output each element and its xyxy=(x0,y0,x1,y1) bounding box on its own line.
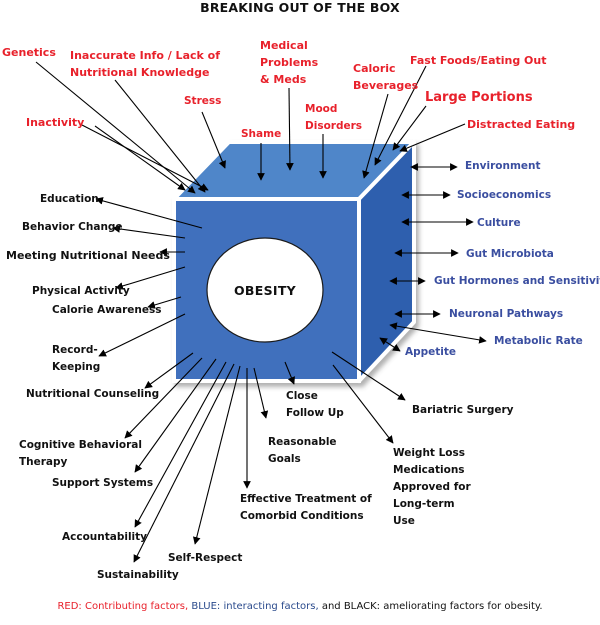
legend-caption: RED: Contributing factors, BLUE: interac… xyxy=(0,601,600,612)
arrow-education xyxy=(95,197,203,229)
interacting-arrows xyxy=(379,163,487,352)
label-genetics: Genetics xyxy=(2,46,56,59)
label-medical-1: Medical xyxy=(260,39,308,52)
label-support-systems: Support Systems xyxy=(52,477,154,489)
arrow-behavior-change xyxy=(112,225,186,239)
label-large-portions: Large Portions xyxy=(425,90,533,105)
obesity-ellipse xyxy=(206,237,324,343)
label-inaccurate-info-1: Inaccurate Info / Lack of xyxy=(70,49,220,62)
label-weight-loss-meds-4: Long-term xyxy=(393,498,455,510)
label-weight-loss-meds-2: Medications xyxy=(393,464,465,476)
ameliorating-arrows xyxy=(95,197,406,563)
arrow-distracted xyxy=(399,123,466,152)
label-cbt-1: Cognitive Behavioral xyxy=(19,439,142,451)
arrow-large-portions xyxy=(392,105,427,151)
arrow-record-keeping xyxy=(98,313,186,357)
label-weight-loss-meds-5: Use xyxy=(393,515,415,527)
label-shame: Shame xyxy=(241,128,282,140)
arrow-fast-foods xyxy=(374,65,427,166)
label-metabolic-rate: Metabolic Rate xyxy=(494,335,583,347)
center-label-obesity: OBESITY xyxy=(233,283,297,298)
label-culture: Culture xyxy=(477,217,521,229)
arrow-cbt xyxy=(124,357,203,439)
arrow-sustainability xyxy=(133,363,235,563)
label-inaccurate-info-2: Nutritional Knowledge xyxy=(70,66,210,79)
arrow-weight-loss-meds xyxy=(332,364,394,444)
label-nutritional-counseling: Nutritional Counseling xyxy=(26,388,160,400)
diagram-title: BREAKING OUT OF THE BOX xyxy=(200,0,400,15)
arrow-appetite xyxy=(379,337,401,352)
label-record-keeping-1: Record- xyxy=(52,344,98,356)
label-appetite: Appetite xyxy=(405,346,457,358)
label-physical-activity: Physical Activity xyxy=(32,285,130,297)
arrow-calorie-awareness xyxy=(147,296,182,309)
label-behavior-change: Behavior Change xyxy=(22,221,123,233)
arrow-genetics xyxy=(35,61,196,194)
arrow-accountability xyxy=(134,361,227,528)
label-environment: Environment xyxy=(465,160,541,172)
contributing-arrows xyxy=(35,61,466,194)
arrow-bariatric-surgery xyxy=(331,351,406,401)
label-weight-loss-meds-1: Weight Loss xyxy=(393,447,465,459)
label-reasonable-goals-2: Goals xyxy=(268,453,301,465)
caption-red: RED: Contributing factors, xyxy=(57,601,189,612)
label-caloric-2: Beverages xyxy=(353,79,419,92)
label-weight-loss-meds-3: Approved for xyxy=(393,481,471,493)
arrow-inactivity-2 xyxy=(94,125,186,191)
arrow-close-follow-up xyxy=(284,361,295,385)
label-sustainability: Sustainability xyxy=(97,569,179,581)
arrow-self-respect xyxy=(192,365,241,545)
label-distracted-eating: Distracted Eating xyxy=(467,118,576,131)
label-accountability: Accountability xyxy=(62,531,148,543)
arrow-metabolic xyxy=(389,322,487,344)
caption-black: and BLACK: ameliorating factors for obes… xyxy=(321,601,543,612)
label-gut-microbiota: Gut Microbiota xyxy=(466,248,554,260)
label-fast-foods: Fast Foods/Eating Out xyxy=(410,54,547,67)
label-mood-1: Mood xyxy=(305,103,338,115)
label-neuronal-pathways: Neuronal Pathways xyxy=(449,308,564,320)
arrow-physical-activity xyxy=(115,266,186,290)
label-calorie-awareness: Calorie Awareness xyxy=(52,304,162,316)
arrow-support-systems xyxy=(134,358,217,473)
arrow-medical xyxy=(286,87,294,171)
arrow-stress xyxy=(201,111,226,169)
label-education: Education xyxy=(40,193,99,205)
label-effective-treatment-2: Comorbid Conditions xyxy=(240,510,364,522)
label-inactivity: Inactivity xyxy=(26,116,85,129)
label-cbt-2: Therapy xyxy=(19,456,68,468)
arrow-inactivity xyxy=(81,124,209,191)
arrow-reasonable-goals xyxy=(253,367,269,419)
arrow-inaccurate-info xyxy=(114,79,206,193)
label-reasonable-goals-1: Reasonable xyxy=(268,436,337,448)
label-close-follow-up-1: Close xyxy=(286,390,318,402)
label-bariatric-surgery: Bariatric Surgery xyxy=(412,404,514,416)
label-medical-2: Problems xyxy=(260,56,319,69)
label-record-keeping-2: Keeping xyxy=(52,361,101,373)
label-mood-2: Disorders xyxy=(305,120,363,132)
label-self-respect: Self-Respect xyxy=(168,552,243,564)
arrow-caloric xyxy=(362,93,389,179)
label-caloric-1: Caloric xyxy=(353,62,396,75)
label-effective-treatment-1: Effective Treatment of xyxy=(240,493,372,505)
label-stress: Stress xyxy=(184,95,222,107)
arrow-nutritional-counseling xyxy=(144,352,194,389)
label-gut-hormones: Gut Hormones and Sensitivity xyxy=(434,275,600,287)
cube xyxy=(172,140,416,383)
label-socioeconomics: Socioeconomics xyxy=(457,189,552,201)
caption-blue: BLUE: interacting factors, xyxy=(191,601,319,612)
label-close-follow-up-2: Follow Up xyxy=(286,407,344,419)
label-meeting-nutritional-needs: Meeting Nutritional Needs xyxy=(6,249,170,262)
label-medical-3: & Meds xyxy=(260,73,307,86)
